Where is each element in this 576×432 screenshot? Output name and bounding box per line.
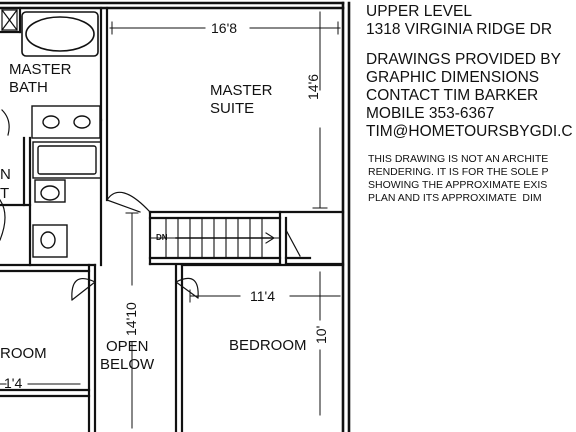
stairs-direction: DN <box>156 233 168 242</box>
staircase <box>149 217 281 259</box>
exterior-wall <box>0 1 351 432</box>
disclaimer-line-1: THIS DRAWING IS NOT AN ARCHITE <box>368 153 549 165</box>
contact-line: CONTACT TIM BARKER <box>366 87 539 104</box>
bathtub <box>21 11 99 57</box>
double-vanity <box>31 105 101 139</box>
email-line: TIM@HOMETOURSBYGDI.C <box>366 123 573 140</box>
bedroom-label: BEDROOM <box>229 337 307 354</box>
master-suite-label-1: MASTER <box>210 82 273 99</box>
dim-left-room-width: 1'4 <box>4 375 23 391</box>
dim-bedroom-depth: 10' <box>313 325 329 344</box>
shower <box>32 141 102 179</box>
dim-master-suite-depth: 14'6 <box>305 73 321 100</box>
header-address: 1318 VIRGINIA RIDGE DR <box>366 21 553 38</box>
mobile-line: MOBILE 353-6367 <box>366 105 495 122</box>
dim-bedroom-width: 11'4 <box>250 288 275 304</box>
disclaimer-line-2: RENDERING. IT IS FOR THE SOLE P <box>368 166 549 178</box>
dimension-lines <box>0 11 341 429</box>
disclaimer-line-4: PLAN AND ITS APPROXIMATE DIM <box>368 192 542 204</box>
open-below-label-2: BELOW <box>100 356 155 373</box>
master-bath-label-1: MASTER <box>9 61 72 78</box>
dim-open-below-depth: 14'10 <box>123 302 139 336</box>
toilet <box>34 179 66 203</box>
disclaimer-line-3: SHOWING THE APPROXIMATE EXIS <box>368 179 548 191</box>
credit-line-1: DRAWINGS PROVIDED BY <box>366 51 561 68</box>
dim-master-suite-width: 16'8 <box>211 20 238 36</box>
left-partial-t: T <box>0 185 10 202</box>
linen-box <box>1 9 18 31</box>
door-swings <box>0 109 301 301</box>
master-suite-label-2: SUITE <box>210 100 255 117</box>
left-partial-n: N <box>0 166 11 183</box>
credit-line-2: GRAPHIC DIMENSIONS <box>366 69 540 86</box>
open-below-label-1: OPEN <box>106 338 149 355</box>
lavatory <box>32 224 68 258</box>
master-bath-label-2: BATH <box>9 79 48 96</box>
header-level: UPPER LEVEL <box>366 3 472 20</box>
interior-walls <box>0 6 345 432</box>
left-room-label: ROOM <box>0 345 47 362</box>
